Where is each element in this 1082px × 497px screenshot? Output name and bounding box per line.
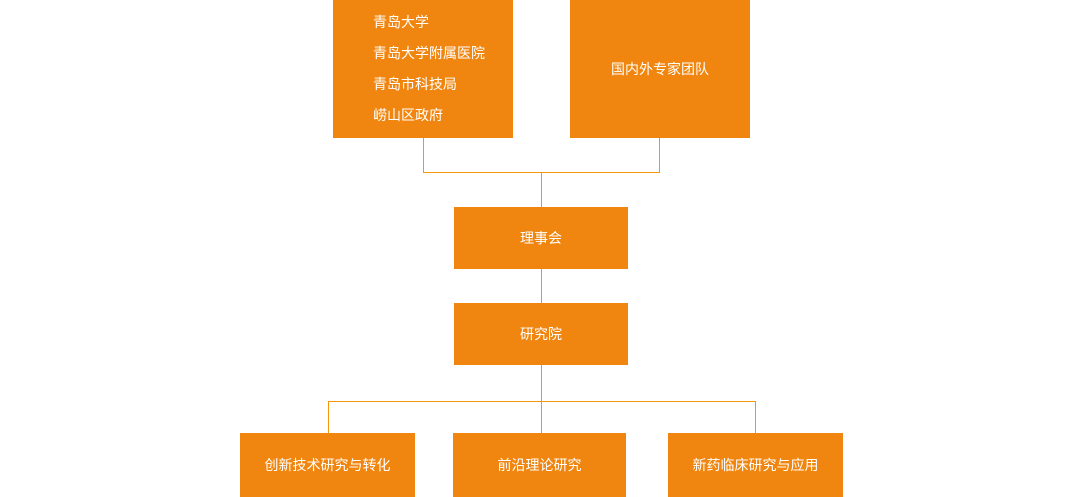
institute-box-label: 研究院 (520, 326, 562, 342)
founder-item-qingdao-university: 青岛大学 (373, 14, 429, 30)
connector-drop-division-1 (328, 401, 329, 433)
division-box-frontier-theory: 前沿理论研究 (453, 433, 626, 497)
founder-item-science-tech-bureau: 青岛市科技局 (373, 76, 457, 92)
connector-board-institute (541, 269, 542, 303)
division-box-innovation-tech-label: 创新技术研究与转化 (264, 457, 391, 473)
connector-founders-down (423, 138, 424, 172)
division-box-new-drug-clinical: 新药临床研究与应用 (668, 433, 843, 497)
board-box-label: 理事会 (520, 230, 562, 246)
connector-drop-division-2 (541, 401, 542, 433)
connector-drop-division-3 (755, 401, 756, 433)
founder-item-affiliated-hospital: 青岛大学附属医院 (373, 45, 485, 61)
experts-box-label: 国内外专家团队 (611, 61, 709, 77)
connector-institute-down (541, 365, 542, 401)
connector-experts-down (659, 138, 660, 172)
founder-item-laoshan-district-gov: 崂山区政府 (373, 107, 443, 123)
institute-box: 研究院 (454, 303, 628, 365)
connector-to-board (541, 172, 542, 207)
experts-box: 国内外专家团队 (570, 0, 750, 138)
connector-bottom-horizontal (328, 401, 756, 402)
founders-box: 青岛大学 青岛大学附属医院 青岛市科技局 崂山区政府 (333, 0, 513, 138)
board-box: 理事会 (454, 207, 628, 269)
division-box-frontier-theory-label: 前沿理论研究 (497, 457, 582, 473)
division-box-new-drug-clinical-label: 新药临床研究与应用 (692, 457, 819, 473)
division-box-innovation-tech: 创新技术研究与转化 (240, 433, 415, 497)
